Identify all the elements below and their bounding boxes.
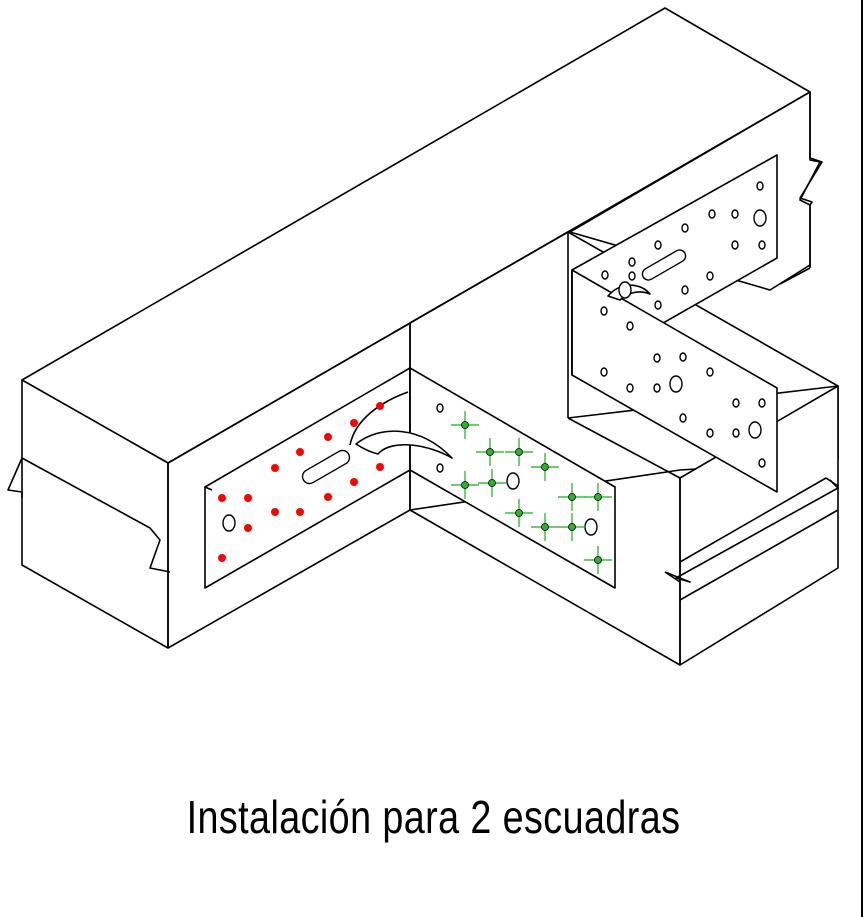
right-angle-bracket: [571, 154, 778, 493]
red-nail-markers: [218, 402, 384, 562]
left-angle-bracket: [204, 367, 616, 589]
green-nail-markers: [451, 411, 612, 574]
drawing-caption: Instalación para 2 escuadras: [186, 791, 681, 843]
